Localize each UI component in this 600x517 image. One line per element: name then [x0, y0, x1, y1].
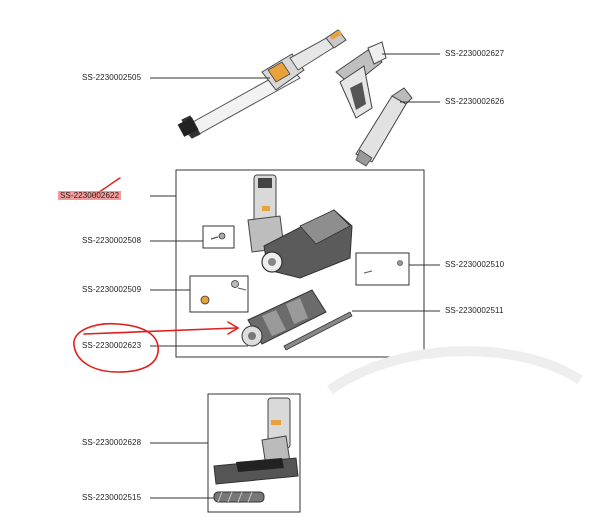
part-label-2515: SS-2230002515	[82, 493, 142, 502]
part-label-2627: SS-2230002627	[445, 49, 505, 58]
ellipse-annotation	[73, 322, 159, 373]
strip-part-2511	[283, 311, 353, 351]
lower-nozzle-part	[213, 397, 299, 485]
part-label-2623: SS-2230002623	[82, 341, 142, 350]
part-label-2508: SS-2230002508	[82, 236, 142, 245]
part-label-2628: SS-2230002628	[82, 438, 142, 447]
watermark-arc	[327, 346, 583, 395]
arrow-annotation	[83, 327, 237, 335]
part-label-2626: SS-2230002626	[445, 97, 505, 106]
screw-box-2509	[189, 275, 249, 313]
screw-box-2508	[202, 225, 235, 249]
extension-tube-part	[177, 29, 347, 139]
leader-lines	[150, 53, 440, 499]
brush-roll-part	[241, 289, 327, 347]
screw-part-2509	[200, 280, 247, 305]
part-label-2622: SS-2230002622	[58, 191, 122, 200]
nozzle-assembly-frame	[175, 169, 425, 358]
small-brush-roll-part-2515	[213, 491, 265, 503]
part-box-2510	[355, 252, 410, 286]
part-label-2505: SS-2230002505	[82, 73, 142, 82]
part-label-2509: SS-2230002509	[82, 285, 142, 294]
crevice-tool-part	[355, 87, 413, 167]
part-label-2510: SS-2230002510	[445, 260, 505, 269]
part-label-2511: SS-2230002511	[445, 306, 504, 315]
screw-part-2508	[210, 232, 226, 240]
brush-tool-part	[335, 41, 387, 119]
floor-nozzle-part	[247, 174, 353, 279]
clip-part-2510	[363, 260, 403, 274]
lower-assembly-frame	[207, 393, 301, 513]
